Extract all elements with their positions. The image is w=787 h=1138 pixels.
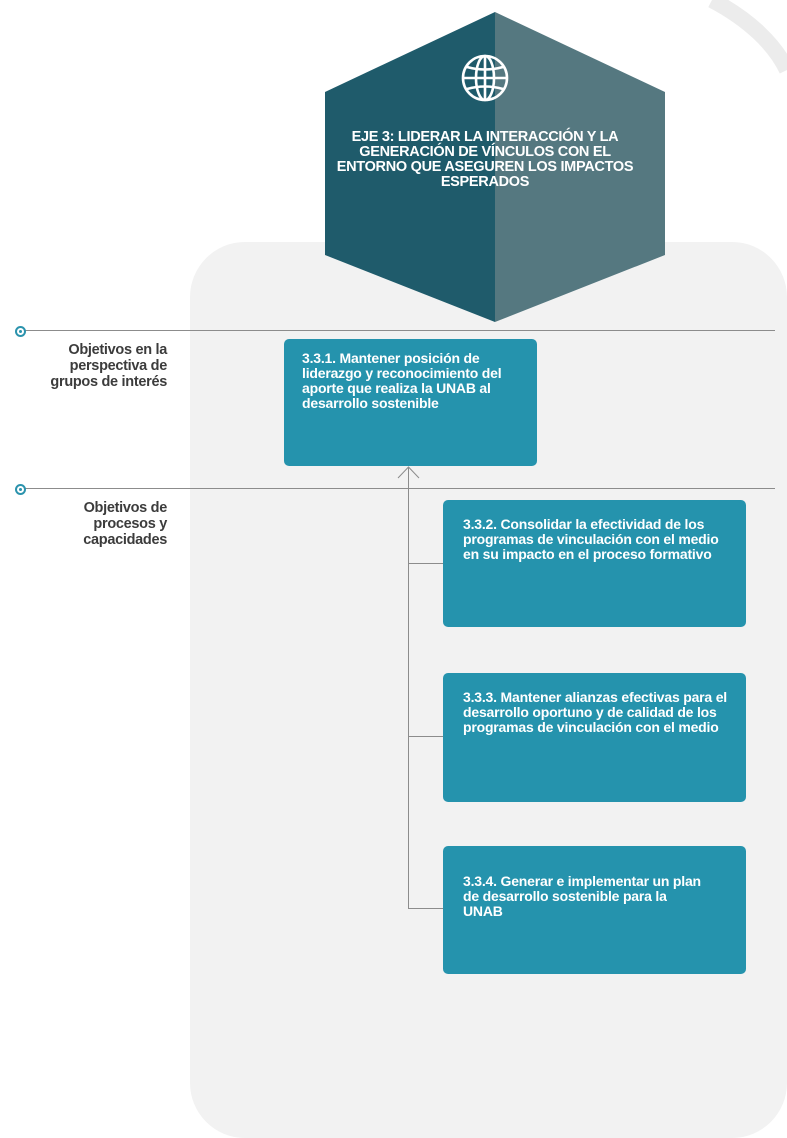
row-separator-stakeholders [20, 330, 775, 331]
globe-icon [461, 54, 509, 102]
row-marker-processes [15, 484, 26, 495]
row-separator-processes [20, 488, 775, 489]
row-marker-stakeholders [15, 326, 26, 337]
axis-hexagon [325, 12, 665, 322]
axis-title: EJE 3: LIDERAR LA INTERACCIÓN Y LA GENER… [336, 129, 634, 190]
row-label-stakeholders: Objetivos en la perspectiva de grupos de… [50, 342, 167, 390]
objective-3-3-4: 3.3.4. Generar e implementar un plan de … [443, 846, 746, 974]
objective-3-3-1: 3.3.1. Mantener posición de liderazgo y … [284, 339, 537, 466]
objective-3-3-3: 3.3.3. Mantener alianzas efectivas para … [443, 673, 746, 802]
row-label-processes: Objetivos de procesos y capacidades [83, 500, 167, 548]
objective-3-3-2: 3.3.2. Consolidar la efectividad de los … [443, 500, 746, 627]
